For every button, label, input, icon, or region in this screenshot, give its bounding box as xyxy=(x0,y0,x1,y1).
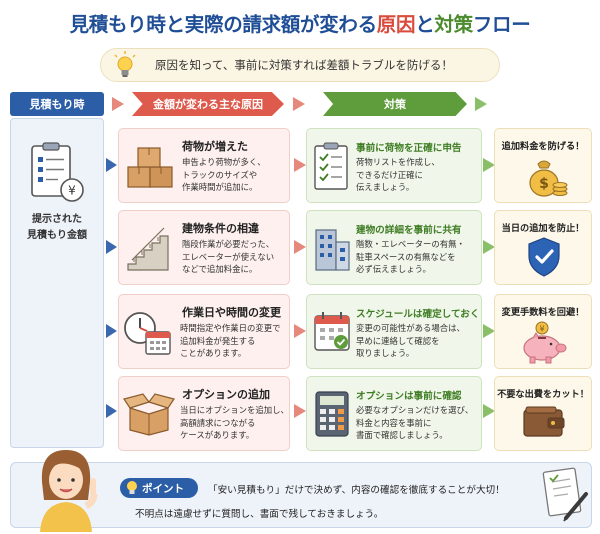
document-pen-icon xyxy=(542,467,588,522)
clipboard-estimate-icon: ¥ xyxy=(31,142,84,202)
measure-title: スケジュールは確定しておく xyxy=(356,309,480,320)
calendar-check-icon xyxy=(314,312,350,351)
row-arrow xyxy=(106,404,117,418)
page-title: 見積もり時と実際の請求額が変わる原因と対策フロー xyxy=(69,13,531,36)
shield-check-icon xyxy=(528,237,560,277)
row-arrow xyxy=(294,324,306,338)
estimate-label: 提示された 見積もり金額 xyxy=(27,214,87,241)
measure-body: 階数・エレベーターの有無・ 駐車スペースの有無などを 必ず伝えましょう。 xyxy=(356,239,465,274)
cause-title: 作業日や時間の変更 xyxy=(182,306,281,319)
lightbulb-icon xyxy=(127,481,137,494)
measure-body: 変更の可能性がある場合は、 早めに連絡して確認を 取りましょう。 xyxy=(356,323,465,358)
clock-calendar-icon xyxy=(124,312,171,355)
cause-body: 階段作業が必要だった、 エレベーターが使えない などで追加料金に。 xyxy=(182,239,275,274)
measures-header: 対策 xyxy=(323,92,467,116)
result-text: 当日の追加を防止！ xyxy=(501,223,585,234)
cause-title: 建物条件の相違 xyxy=(182,222,259,235)
building-icon xyxy=(315,229,350,271)
money-bag-icon: $ xyxy=(529,160,568,197)
woman-pointing-icon xyxy=(40,450,98,532)
svg-text:¥: ¥ xyxy=(539,325,544,334)
subtitle-text: 原因を知って、事前に対策すれば差額トラブルを防げる！ xyxy=(155,58,453,72)
point-text-2: 不明点は遠慮せずに質問し、書面で残しておきましょう。 xyxy=(135,509,384,520)
wallet-icon xyxy=(523,406,565,437)
causes-header: 金額が変わる主な原因 xyxy=(132,92,284,116)
calculator-icon xyxy=(315,391,349,437)
cause-title: 荷物が増えた xyxy=(182,140,248,153)
lightbulb-icon xyxy=(114,51,136,77)
measure-body: 必要なオプションだけを選び、 料金と内容を事前に 書面で確認しましょう。 xyxy=(356,405,474,440)
subtitle-banner: 原因を知って、事前に対策すれば差額トラブルを防げる！ xyxy=(100,48,500,82)
point-box xyxy=(10,462,592,528)
row-arrow xyxy=(483,324,495,338)
row-arrow xyxy=(106,324,117,338)
result-text: 追加料金を防げる！ xyxy=(501,141,585,152)
row-arrow xyxy=(483,158,495,172)
stairs-icon xyxy=(127,227,169,271)
cause-card xyxy=(118,210,290,285)
boxes-icon xyxy=(127,147,173,188)
cause-body: 時間指定や作業日の変更で 追加料金が発生する ことがあります。 xyxy=(180,323,281,358)
svg-text:¥: ¥ xyxy=(68,184,76,198)
cause-title: オプションの追加 xyxy=(182,388,270,401)
point-label: ポイント xyxy=(120,478,198,498)
piggy-bank-icon: ¥ xyxy=(523,321,567,364)
row-arrow xyxy=(294,158,306,172)
result-text: 変更手数料を回避！ xyxy=(501,307,585,318)
header-arrow xyxy=(112,97,124,111)
measure-title: 事前に荷物を正確に申告 xyxy=(356,143,462,154)
open-box-icon xyxy=(123,393,175,436)
cause-body: 申告より荷物が多く、 トラックのサイズや 作業時間が追加に。 xyxy=(182,157,266,192)
checklist-icon xyxy=(314,142,348,190)
svg-text:$: $ xyxy=(539,176,549,192)
row-arrow xyxy=(294,240,306,254)
row-arrow xyxy=(483,404,495,418)
measure-body: 荷物リストを作成し、 できるだけ正確に 伝えましょう。 xyxy=(356,157,440,192)
row-arrow xyxy=(483,240,495,254)
measure-title: オプションは事前に確認 xyxy=(356,391,462,402)
point-text-1: 「安い見積もり」だけで決めず、内容の確認を徹底することが大切！ xyxy=(208,485,505,496)
row-arrow xyxy=(106,158,117,172)
cause-body: 当日にオプションを追加し、 高額請求につながる ケースがあります。 xyxy=(180,405,289,440)
result-text: 不要な出費をカット！ xyxy=(497,389,589,400)
header-arrow xyxy=(475,97,487,111)
row-arrow xyxy=(106,240,117,254)
row-arrow xyxy=(294,404,306,418)
left-column-header: 見積もり時 xyxy=(10,92,104,116)
header-arrow xyxy=(293,97,305,111)
measure-card xyxy=(306,294,482,369)
measure-title: 建物の詳細を事前に共有 xyxy=(356,225,462,236)
